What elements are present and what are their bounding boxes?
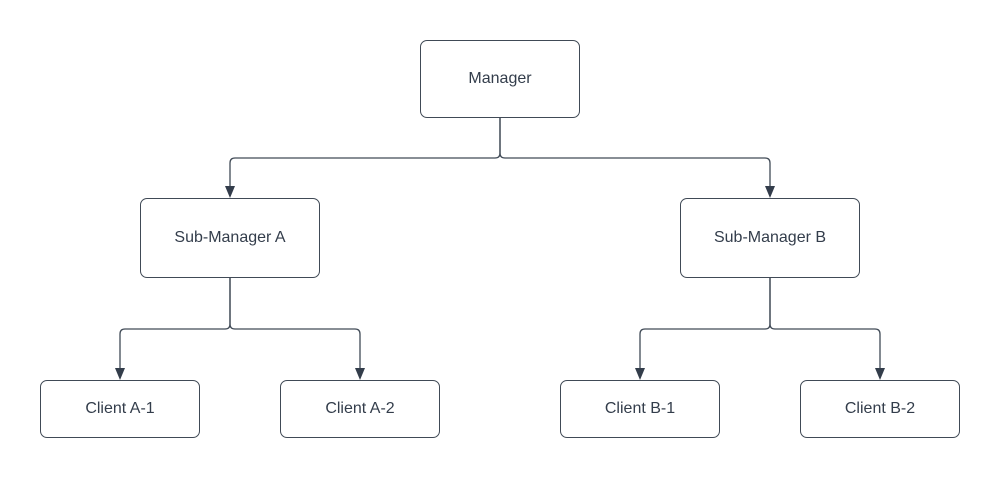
edge-line [769, 278, 881, 368]
arrowhead-icon [115, 368, 125, 380]
edge-sub-manager-b-to-client-b-1[interactable] [635, 278, 771, 380]
node-client-a-2[interactable]: Client A-2 [280, 380, 440, 438]
node-sub-manager-a[interactable]: Sub-Manager A [140, 198, 320, 278]
node-label: Client B-2 [844, 400, 916, 418]
node-label: Manager [468, 70, 532, 88]
node-label: Client B-1 [604, 400, 676, 418]
edge-line [639, 278, 771, 368]
node-label: Client A-2 [325, 400, 395, 418]
edge-line [229, 278, 361, 368]
edge-manager-to-sub-manager-b[interactable] [499, 118, 775, 198]
arrowhead-icon [765, 186, 775, 198]
arrowhead-icon [355, 368, 365, 380]
node-sub-manager-b[interactable]: Sub-Manager B [680, 198, 860, 278]
edge-sub-manager-a-to-client-a-1[interactable] [115, 278, 231, 380]
node-client-a-1[interactable]: Client A-1 [40, 380, 200, 438]
edge-line [499, 118, 771, 186]
node-label: Client A-1 [85, 400, 155, 418]
edge-line [119, 278, 231, 368]
arrowhead-icon [225, 186, 235, 198]
edge-sub-manager-b-to-client-b-2[interactable] [769, 278, 885, 380]
edge-sub-manager-a-to-client-a-2[interactable] [229, 278, 365, 380]
node-manager[interactable]: Manager [420, 40, 580, 118]
node-client-b-1[interactable]: Client B-1 [560, 380, 720, 438]
arrowhead-icon [635, 368, 645, 380]
node-label: Sub-Manager A [174, 229, 286, 247]
node-label: Sub-Manager B [713, 229, 827, 247]
edge-line [229, 118, 501, 186]
edge-manager-to-sub-manager-a[interactable] [225, 118, 501, 198]
node-client-b-2[interactable]: Client B-2 [800, 380, 960, 438]
arrowhead-icon [875, 368, 885, 380]
